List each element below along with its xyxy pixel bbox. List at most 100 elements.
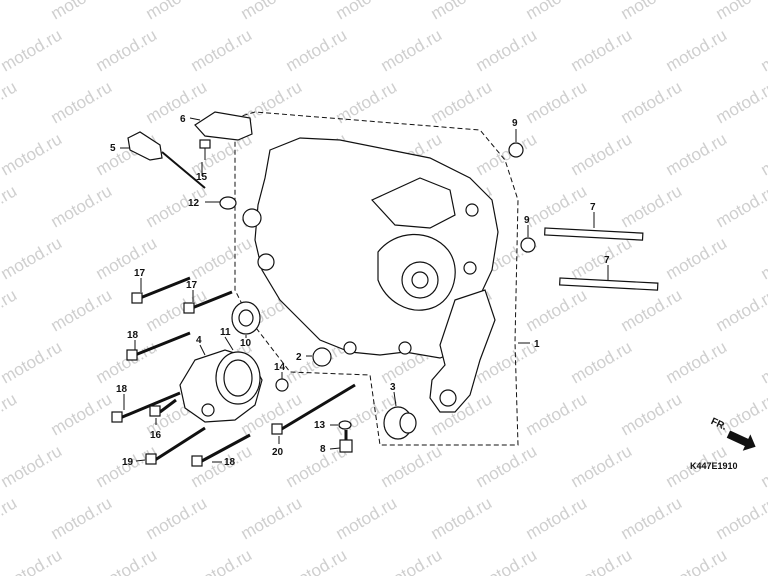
watermark-text: motod.ru: [428, 77, 496, 127]
watermark-text: motod.ru: [188, 25, 256, 75]
callout-7b: 7: [604, 255, 610, 266]
watermark-text: motod.ru: [618, 389, 686, 439]
watermark-text: motod.ru: [48, 285, 116, 335]
watermark-text: motod.ru: [523, 181, 591, 231]
watermark-text: motod.ru: [93, 545, 161, 576]
callout-15: 15: [196, 172, 208, 183]
watermark-text: motod.ru: [568, 233, 636, 283]
watermark-text: motod.ru: [758, 233, 768, 283]
watermark-text: motod.ru: [523, 285, 591, 335]
callout-4: 4: [196, 335, 202, 346]
watermark-text: motod.ru: [758, 441, 768, 491]
sealing-washer: [338, 420, 352, 430]
watermark-text: motod.ru: [48, 181, 116, 231]
watermark-text: motod.ru: [663, 545, 731, 576]
watermark-text: motod.ru: [188, 233, 256, 283]
watermark-text: motod.ru: [238, 0, 306, 23]
watermark-text: motod.ru: [428, 493, 496, 543]
watermark-text: motod.ru: [663, 129, 731, 179]
watermark-text: motod.ru: [333, 77, 401, 127]
callout-9b: 9: [524, 215, 530, 226]
watermark-text: motod.ru: [93, 233, 161, 283]
watermark-text: motod.ru: [618, 181, 686, 231]
leader-lines: [120, 117, 609, 463]
watermark-text: motod.ru: [93, 337, 161, 387]
watermark-text: motod.ru: [568, 25, 636, 75]
drain-bolt: [339, 430, 353, 453]
dowel-pin-upper: [508, 142, 524, 158]
crankcase-cover: [242, 137, 499, 413]
watermark-text: motod.ru: [0, 285, 20, 335]
bolt-19: [145, 426, 206, 465]
watermark-text: motod.ru: [0, 337, 65, 387]
watermark-text: motod.ru: [568, 129, 636, 179]
watermark-text: motod.ru: [48, 389, 116, 439]
dowel-pin-14: [275, 378, 289, 392]
watermark-text: motod.ru: [143, 181, 211, 231]
watermark-text: motod.ru: [758, 337, 768, 387]
bolt-16: [149, 398, 177, 417]
water-pump: [179, 349, 263, 423]
o-ring: [219, 196, 237, 210]
watermark-text: motod.ru: [713, 77, 768, 127]
watermark-text: motod.ru: [378, 545, 446, 576]
watermark-text: motod.ru: [0, 545, 65, 576]
callout-17a: 17: [134, 268, 146, 279]
watermark-text: motod.ru: [333, 0, 401, 23]
callout-17b: 17: [186, 280, 198, 291]
watermark-text: motod.ru: [378, 25, 446, 75]
watermark-text: motod.ru: [713, 493, 768, 543]
diagram-code: K447E1910: [690, 461, 738, 471]
watermark-text: motod.ru: [238, 493, 306, 543]
oil-dipstick: [127, 131, 206, 189]
assembly-outline: [234, 111, 519, 446]
watermark-text: motod.ru: [0, 77, 20, 127]
callout-13: 13: [314, 420, 326, 431]
watermark-text: motod.ru: [48, 77, 116, 127]
watermark-text: motod.ru: [0, 389, 20, 439]
watermark-text: motod.ru: [93, 25, 161, 75]
stud-bolts: [544, 227, 659, 291]
watermark-text: motod.ru: [473, 25, 541, 75]
watermark-text: motod.ru: [758, 545, 768, 576]
callout-1: 1: [534, 339, 540, 350]
watermark-text: motod.ru: [713, 389, 768, 439]
watermark-text: motod.ru: [523, 389, 591, 439]
callout-labels: 1 2 3 4 5 6 7 7 8 9 9 10 11 12 13 14 15 …: [110, 114, 610, 468]
watermark-text: motod.ru: [0, 233, 65, 283]
watermark-text: motod.ru: [618, 493, 686, 543]
callout-18b: 18: [116, 384, 128, 395]
callout-9a: 9: [512, 118, 518, 129]
watermark-text: motod.ru: [618, 77, 686, 127]
callout-8: 8: [320, 444, 326, 455]
watermark-text: motod.ru: [663, 337, 731, 387]
callout-7a: 7: [590, 202, 596, 213]
watermark-text: motod.ru: [48, 493, 116, 543]
bearing: [231, 301, 261, 335]
watermark-text: motod.ru: [0, 25, 65, 75]
cable-bracket: [194, 111, 253, 141]
watermark-text: motod.ru: [143, 493, 211, 543]
watermark-text: motod.ru: [143, 0, 211, 23]
bolts-18: [111, 331, 251, 467]
watermark-text: motod.ru: [473, 441, 541, 491]
watermark-text: motod.ru: [758, 25, 768, 75]
watermark-text: motod.ru: [0, 181, 20, 231]
callout-16: 16: [150, 430, 162, 441]
watermark-text: motod.ru: [378, 441, 446, 491]
bolt-20: [271, 383, 356, 435]
dowel-pin-lower: [520, 237, 536, 253]
watermark-text: motod.ru: [523, 493, 591, 543]
watermark-text: motod.ru: [428, 0, 496, 23]
callout-19: 19: [122, 457, 134, 468]
watermark-text: motod.ru: [713, 285, 768, 335]
callout-14: 14: [274, 362, 286, 373]
bolts-17: [131, 276, 233, 314]
watermark-text: motod.ru: [568, 337, 636, 387]
watermark-text: motod.ru: [0, 129, 65, 179]
watermark-text: motod.ru: [713, 181, 768, 231]
callout-5: 5: [110, 143, 116, 154]
watermark-text: motod.ru: [0, 493, 20, 543]
watermark-text: motod.ru: [48, 0, 116, 23]
